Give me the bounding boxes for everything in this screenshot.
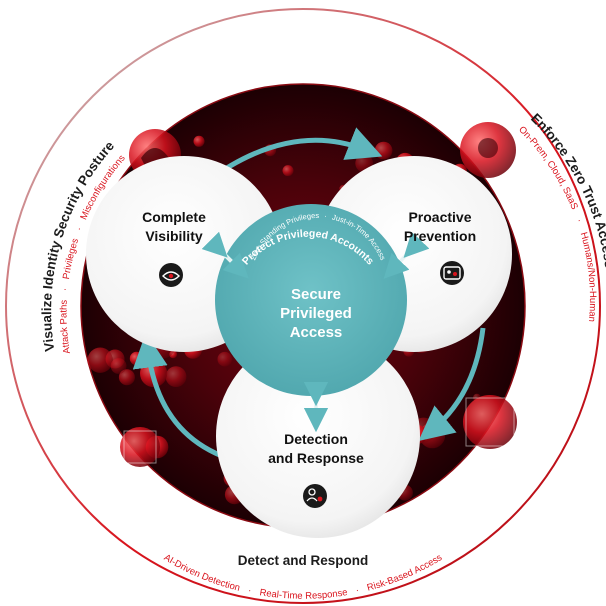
visibility-title-line2: Visibility <box>145 228 203 244</box>
center-arc-separator: · <box>324 211 327 220</box>
bubble <box>118 369 135 386</box>
prevention-title-line1: Proactive <box>408 209 471 225</box>
center-title-line3: Access <box>290 324 343 341</box>
attacker-icon <box>463 395 517 449</box>
cycle-arrow-left <box>132 332 223 459</box>
bubble <box>282 165 294 177</box>
center-title-line2: Privileged <box>280 305 352 322</box>
right-sep-1: · <box>573 217 584 224</box>
left-sep-2: · <box>74 226 85 233</box>
prevention-title-line2: Prevention <box>404 228 476 244</box>
bottom-sep-1: · <box>247 585 252 596</box>
bottom-ring-title: Detect and Respond <box>238 553 369 568</box>
bottom-item-2: Real-Time Response <box>259 587 349 602</box>
bubble <box>129 351 144 366</box>
visibility-title-line1: Complete <box>142 209 206 225</box>
center-circle <box>215 204 407 396</box>
intruder-icon <box>120 427 160 467</box>
id-card-icon <box>440 261 464 285</box>
bubble <box>217 351 233 367</box>
detection-title-line1: Detection <box>284 431 348 447</box>
bubble <box>165 366 187 387</box>
link-arrow-left <box>201 231 249 279</box>
detection-title-line2: and Response <box>268 450 364 466</box>
cycle-arrow-right <box>418 327 486 442</box>
link-arrow-right <box>383 231 430 279</box>
bottom-sep-2: · <box>355 585 360 596</box>
center-title-line1: Secure <box>291 286 341 303</box>
bubble <box>374 141 393 160</box>
user-shield-icon <box>303 484 327 508</box>
left-item-1: Attack Paths <box>58 299 73 354</box>
bubble <box>193 135 205 147</box>
bubble <box>87 347 113 373</box>
bubble <box>110 358 127 374</box>
malware-skull-icon <box>460 122 516 178</box>
left-sep-1: · <box>60 287 71 291</box>
eye-shield-icon <box>159 263 183 287</box>
